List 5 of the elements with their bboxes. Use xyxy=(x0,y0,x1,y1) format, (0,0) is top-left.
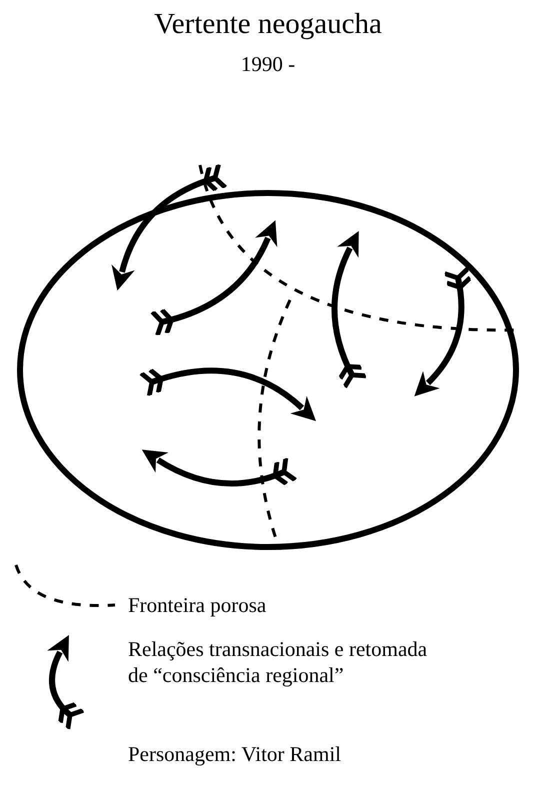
year-label: 1990 - xyxy=(240,52,296,77)
legend-text: Fronteira porosa xyxy=(128,592,268,618)
title: Vertente neogaucha xyxy=(153,8,383,41)
note-text: Personagem: Vitor Ramil xyxy=(128,742,341,767)
legend-text: Relações transnacionais e retomada de “consciência regional” xyxy=(128,636,428,688)
